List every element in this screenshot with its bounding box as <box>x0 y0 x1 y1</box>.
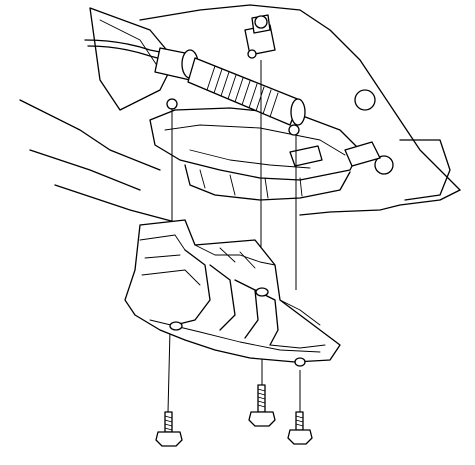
shield-bolt-1 <box>155 411 183 447</box>
alignment-guides <box>167 60 301 413</box>
engine-underside <box>19 4 461 223</box>
shield-bolt-3 <box>287 411 313 445</box>
shield-bolt-2 <box>248 384 276 427</box>
heat-shield <box>124 219 341 367</box>
exhaust-flex-pipe <box>84 39 306 136</box>
